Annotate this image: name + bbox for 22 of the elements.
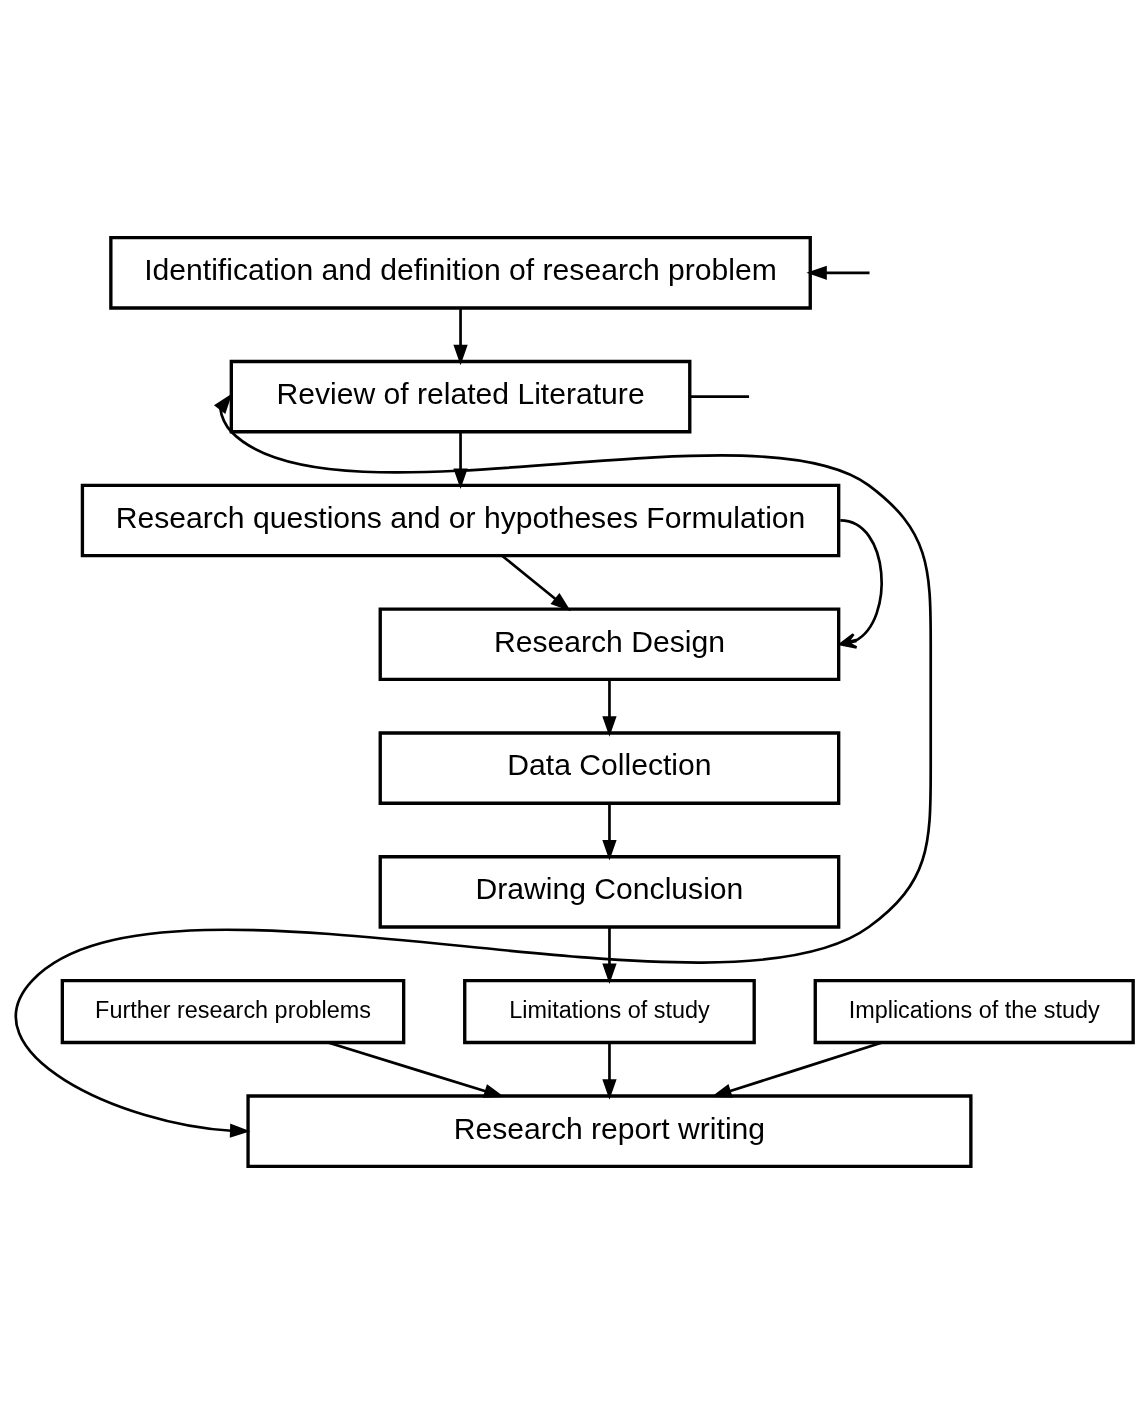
node-box: Identification and definition of research problem [109,235,812,310]
node-box: Research report writing [246,1093,973,1168]
node-box: Limitations of study [463,978,756,1044]
arrow [602,1042,617,1100]
arrow [602,926,617,984]
node-box: Research Design [378,606,841,681]
arrow [16,392,933,1138]
node-box: Review of related Literature [229,359,692,433]
arrow [501,554,571,611]
node-box: Research questions and or hypotheses Formulation [80,483,841,557]
node-box: Drawing Conclusion [378,854,841,929]
node-box: Further research problems [60,978,406,1044]
arrow [327,1040,505,1098]
node-box: Data Collection [378,730,841,805]
arrow [453,307,468,365]
connector [690,394,750,398]
arrow [602,802,617,860]
node-box: Implications of the study [813,978,1135,1044]
arrow [602,679,617,737]
arrow [711,1040,883,1098]
arrow [806,265,870,280]
arrow [839,518,883,649]
